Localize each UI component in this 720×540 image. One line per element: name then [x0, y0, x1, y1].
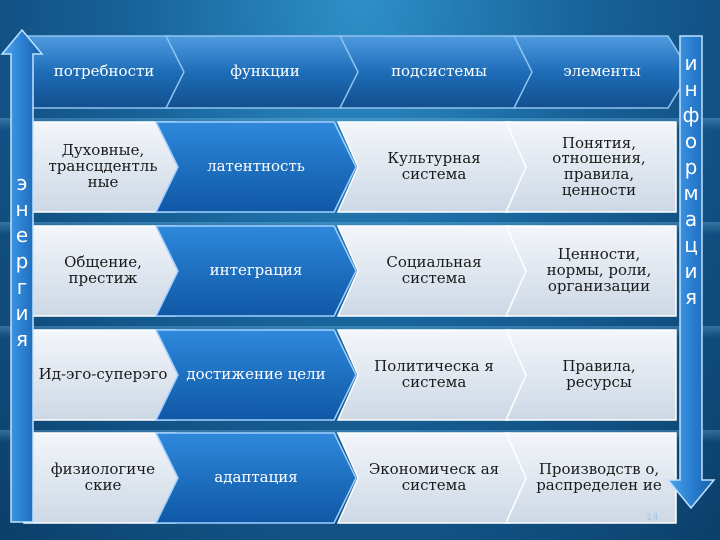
header-subsystems — [338, 35, 539, 109]
energy-arrow — [0, 28, 44, 523]
row-1-subsystem-shape — [336, 121, 531, 213]
row-1-element-shape — [504, 121, 677, 213]
row-4-element-shape — [504, 432, 677, 524]
row-2-subsystem-shape — [336, 225, 531, 317]
information-arrow — [666, 35, 716, 510]
header-functions — [164, 35, 365, 109]
row-3-function-shape — [154, 329, 357, 421]
header-elements — [512, 35, 691, 109]
row-4-function-shape — [154, 432, 357, 524]
page-number: 14 — [646, 512, 659, 523]
row-3-element-shape — [504, 329, 677, 421]
row-2-element-shape — [504, 225, 677, 317]
row-3-subsystem-shape — [336, 329, 531, 421]
row-2-function-shape — [154, 225, 357, 317]
row-4-subsystem-shape — [336, 432, 531, 524]
row-1-function-shape — [154, 121, 357, 213]
header-needs — [23, 35, 193, 109]
